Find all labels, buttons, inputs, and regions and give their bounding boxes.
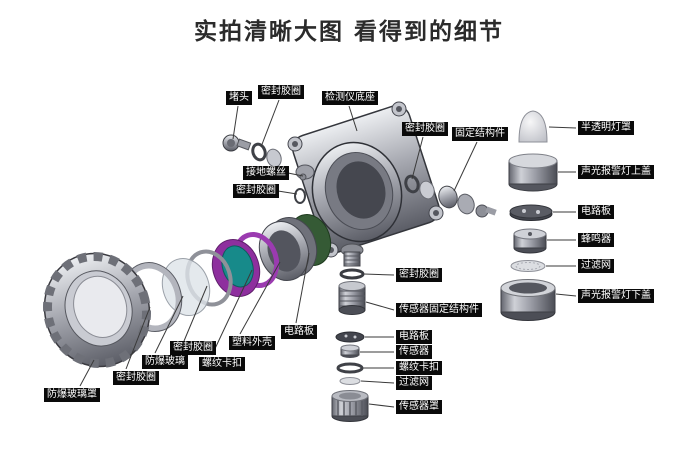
alarm-lamp-upper-cover-shape bbox=[508, 153, 558, 192]
part-label-translucent-lamp-cover: 半透明灯罩 bbox=[578, 121, 634, 135]
part-label-sensor-fixing-structure: 传感器固定结构件 bbox=[396, 303, 482, 317]
circuit-board-sensor-shape bbox=[335, 331, 365, 343]
seal-ring-1-shape bbox=[251, 142, 267, 162]
part-label-fixing-structure: 固定结构件 bbox=[452, 127, 508, 141]
alarm-lamp-lower-cover-shape bbox=[500, 279, 556, 321]
part-label-circuit-board-left: 电路板 bbox=[281, 325, 317, 339]
page-title: 实拍清晰大图 看得到的细节 bbox=[193, 19, 504, 45]
part-label-plastic-shell: 塑料外壳 bbox=[229, 336, 275, 350]
plastic-shell-shape bbox=[258, 217, 318, 281]
part-label-alarm-lamp-upper-cover: 声光报警灯上盖 bbox=[578, 165, 654, 179]
explosion-proof-glass-shape bbox=[161, 258, 211, 316]
part-label-thread-buckle-2: 螺纹卡扣 bbox=[199, 357, 245, 371]
part-label-sensor: 传感器 bbox=[396, 345, 432, 359]
part-label-filter-mesh-1: 过滤网 bbox=[578, 259, 614, 273]
part-label-grounding-screw: 接地螺丝 bbox=[243, 166, 289, 180]
circuit-board-top-shape bbox=[509, 204, 553, 221]
part-label-seal-ring-3: 密封胶圈 bbox=[233, 184, 279, 198]
seal-ring-3-shape bbox=[294, 188, 306, 204]
part-label-seal-ring-2: 密封胶圈 bbox=[402, 122, 448, 136]
part-label-seal-ring-5: 密封胶圈 bbox=[170, 341, 216, 355]
part-label-seal-ring-6: 密封胶圈 bbox=[113, 371, 159, 385]
sensor-fixing-structure-shape bbox=[338, 281, 366, 315]
part-label-buzzer: 蜂鸣器 bbox=[578, 233, 614, 247]
sensor-cover-shape bbox=[331, 390, 369, 422]
leader-lines bbox=[79, 99, 577, 408]
part-label-seal-ring-4: 密封胶圈 bbox=[396, 268, 442, 282]
part-label-detector-base: 检测仪底座 bbox=[322, 91, 378, 105]
part-label-thread-buckle-1: 螺纹卡扣 bbox=[396, 361, 442, 375]
fixing-structure-shape bbox=[404, 174, 497, 218]
part-label-seal-ring-1: 密封胶圈 bbox=[258, 85, 304, 99]
part-label-alarm-lamp-lower-cover: 声光报警灯下盖 bbox=[578, 289, 654, 303]
thread-buckle-1-shape bbox=[336, 362, 364, 374]
part-label-explosion-proof-glass-cover: 防爆玻璃罩 bbox=[44, 388, 100, 402]
part-label-explosion-proof-glass: 防爆玻璃 bbox=[142, 355, 188, 369]
part-label-circuit-board-sensor: 电路板 bbox=[396, 330, 432, 344]
translucent-lamp-cover-shape bbox=[518, 110, 548, 143]
buzzer-shape bbox=[513, 228, 547, 254]
sensor-shape bbox=[340, 344, 360, 358]
seal-ring-4-shape bbox=[339, 268, 365, 280]
part-label-filter-mesh-2: 过滤网 bbox=[396, 376, 432, 390]
display-module-shape bbox=[211, 239, 261, 297]
filter-mesh-1-shape bbox=[510, 260, 546, 272]
part-label-sensor-cover: 传感器罩 bbox=[396, 400, 442, 414]
explosion-proof-glass-cover-shape bbox=[43, 251, 151, 369]
plug-shape bbox=[222, 134, 252, 152]
part-label-plug: 堵头 bbox=[226, 91, 252, 105]
part-label-circuit-board-top: 电路板 bbox=[578, 205, 614, 219]
grounding-screw-shape bbox=[299, 173, 307, 181]
filter-mesh-2-shape bbox=[339, 377, 361, 385]
